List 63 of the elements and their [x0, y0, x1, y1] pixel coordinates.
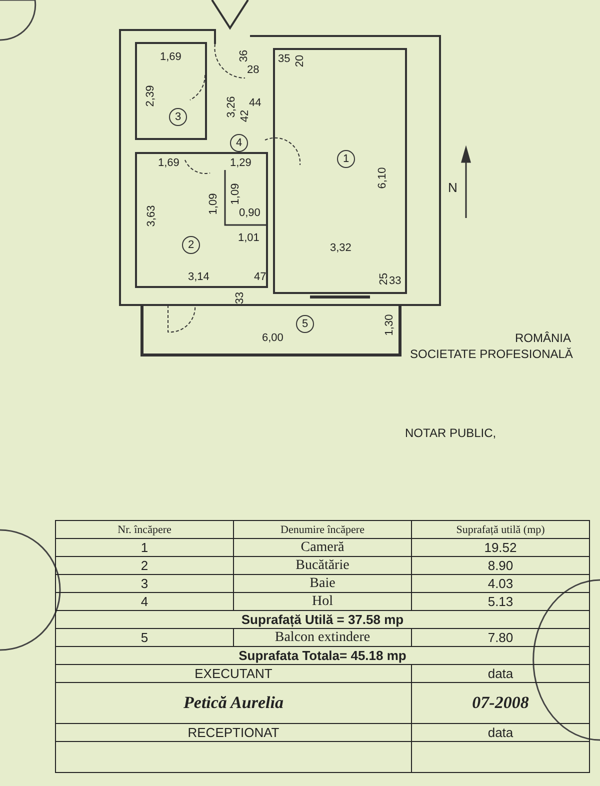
- dimension-label: 1,30: [384, 314, 396, 336]
- room-area: [273, 48, 407, 294]
- area-value: 7.80: [412, 628, 590, 646]
- dimension-label: 3,14: [188, 271, 210, 283]
- room-name: Baie: [234, 574, 412, 592]
- compass-letter: N: [448, 182, 458, 194]
- stamp-text: SOCIETATE PROFESIONALĂ: [410, 348, 573, 360]
- dimension-label: 1,69: [158, 157, 180, 169]
- row-number: 1: [56, 538, 234, 556]
- room-number: 2: [182, 236, 200, 254]
- room-number: 4: [230, 134, 248, 152]
- section-label: RECEPTIONAT: [56, 724, 412, 742]
- section-label: data: [412, 664, 590, 682]
- dimension-label: 1,09: [230, 183, 242, 205]
- dimension-label: 1,01: [238, 232, 260, 244]
- row-number: 4: [56, 592, 234, 610]
- dimension-label: 20: [294, 54, 306, 68]
- column-header: Suprafață utilă (mp): [412, 520, 590, 538]
- date-text: 07-2008: [412, 682, 590, 724]
- room-name: Bucătărie: [234, 556, 412, 574]
- room-number: 5: [296, 315, 314, 333]
- dimension-label: 44: [249, 97, 262, 109]
- dimension-label: 3,63: [146, 205, 158, 227]
- dimension-label: 33: [389, 275, 402, 287]
- stamp-text: NOTAR PUBLIC,: [405, 427, 496, 439]
- dimension-label: 33: [234, 292, 246, 304]
- dimension-label: 6,00: [262, 332, 284, 344]
- dimension-label: 42: [239, 110, 252, 122]
- total-text: Suprafață Utilă = 37.58 mp: [56, 610, 590, 628]
- dimension-label: 3,32: [330, 242, 352, 254]
- dimension-label: 3,26: [226, 96, 238, 118]
- dimension-label: 1,69: [160, 51, 182, 63]
- column-header: Nr. încăpere: [56, 520, 234, 538]
- row-number: 2: [56, 556, 234, 574]
- dimension-label: 25: [378, 272, 390, 286]
- dimension-label: 28: [247, 64, 260, 76]
- signature-text: Petică Aurelia: [56, 682, 412, 724]
- dimension-label: 2,39: [144, 85, 157, 107]
- dimension-label: 35: [278, 53, 290, 65]
- area-value: 5.13: [412, 592, 590, 610]
- room-number: 1: [337, 150, 355, 168]
- total-text: Suprafata Totala= 45.18 mp: [56, 646, 590, 664]
- dimension-label: 47: [254, 271, 266, 283]
- area-value: 8.90: [412, 556, 590, 574]
- column-header: Denumire încăpere: [234, 520, 412, 538]
- dimension-label: 0,90: [239, 207, 260, 219]
- dimension-label: 1,09: [208, 193, 220, 215]
- area-value: 19.52: [412, 538, 590, 556]
- room-number: 3: [169, 108, 187, 126]
- stamp-text: ROMÂNIA: [515, 332, 572, 344]
- row-number: 3: [56, 574, 234, 592]
- dimension-label: 6,10: [376, 167, 389, 189]
- room-name: Balcon extindere: [234, 628, 412, 646]
- section-label: EXECUTANT: [56, 664, 412, 682]
- row-number: 5: [56, 628, 234, 646]
- room-name: Cameră: [234, 538, 412, 556]
- dimension-label: 1,29: [230, 157, 252, 169]
- section-label: data: [412, 724, 590, 742]
- room-area: [135, 42, 207, 140]
- area-value: 4.03: [412, 574, 590, 592]
- dimension-label: 36: [238, 50, 250, 62]
- room-area: [135, 152, 268, 288]
- room-name: Hol: [234, 592, 412, 610]
